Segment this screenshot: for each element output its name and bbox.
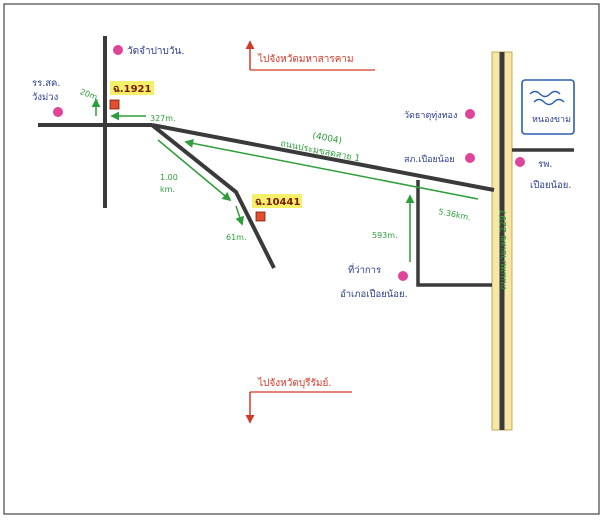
wat-right-marker [465, 109, 475, 119]
south-direction-label: ไปจังหวัดบุรีรัมย์. [257, 377, 332, 389]
plot2-square [255, 211, 266, 222]
district-office-label-line2: อำเภอเปือยน้อย. [340, 289, 408, 300]
plot2-label: ฉ.10441 [255, 197, 300, 208]
police-label: สภ.เปือยน้อย [404, 154, 455, 165]
plot1-label: ฉ.1921 [113, 84, 151, 95]
distance-593m: 593m. [372, 231, 398, 240]
hospital-marker [515, 157, 525, 167]
school-label-line1: รร.สค. [32, 78, 60, 89]
arrow-road4004 [184, 138, 479, 200]
arrow-61m [235, 205, 244, 226]
distance-327m: 327m. [150, 114, 176, 123]
hospital-label-line1: รพ. [538, 159, 552, 170]
distance-20m: 20m. [79, 87, 101, 102]
lake-wave-1 [529, 90, 561, 98]
district-office-label-line1: ที่ว่าการ [348, 263, 381, 276]
police-marker [465, 153, 475, 163]
lake-icon [521, 79, 575, 135]
lake-wave-2 [533, 98, 565, 106]
road-4004-code: (4004) [311, 131, 342, 147]
plot1-square [109, 99, 120, 110]
district-office-marker [398, 271, 408, 281]
school-marker [53, 107, 63, 117]
distance-1km-unit: km. [160, 185, 175, 194]
wat-champa-label: วัดจำปาบวัน. [127, 46, 185, 57]
map-border [3, 3, 600, 515]
north-direction-label: ไปจังหวัดมหาสารคาม [257, 53, 354, 65]
plot2-highlight [252, 194, 302, 208]
plot1-highlight [110, 81, 154, 95]
wat-champa-marker [113, 45, 123, 55]
school-label-line2: วังม่วง [32, 92, 58, 103]
arrow-1km [157, 139, 232, 202]
branch-road [150, 123, 276, 269]
hospital-label-line2: เปือยน้อย. [530, 180, 571, 191]
distance-1km: 1.00 [160, 173, 178, 182]
distance-536km: 5.36km. [438, 207, 472, 222]
highway-2297-label: ถนนหมายเลข 2297 [499, 210, 509, 290]
distance-61m: 61m. [226, 233, 247, 242]
lake-label: หนองขาม [532, 115, 571, 125]
district-loop-road [416, 180, 492, 287]
wat-right-label: วัดธาตุทุ่งทอง [404, 111, 457, 121]
road-4004 [151, 123, 495, 192]
